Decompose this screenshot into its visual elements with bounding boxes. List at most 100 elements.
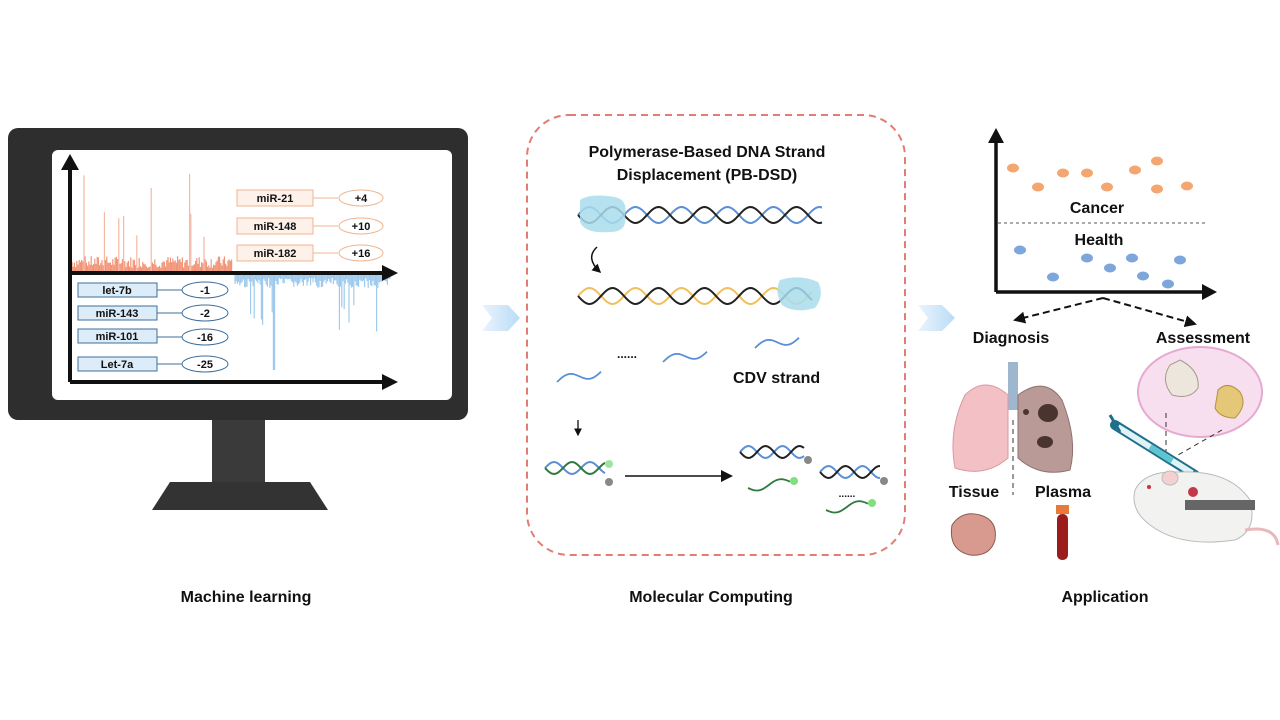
cancer-sample-dot [1129, 165, 1141, 175]
feature-score: -25 [197, 359, 213, 371]
diagnosis-label: Diagnosis [973, 330, 1050, 347]
quencher-icon [804, 456, 812, 464]
ssdna-strand [754, 337, 800, 349]
feature-row: let-7b -1 [77, 281, 229, 299]
feature-name: Let-7a [101, 359, 134, 371]
feature-score: -1 [200, 285, 210, 297]
feature-name: miR-21 [257, 193, 294, 205]
dna-strand [819, 465, 881, 479]
health-sample-dot [1162, 279, 1174, 289]
ellipsis: ...... [839, 489, 856, 500]
x-axis-arrow-icon [382, 374, 398, 390]
feature-name: miR-101 [96, 331, 139, 343]
ssdna-strand [556, 371, 602, 383]
classification-plot: Cancer Health [988, 128, 1217, 300]
mouse-icon [1133, 470, 1280, 546]
cancer-sample-dot [1057, 168, 1069, 178]
health-sample-dot [1014, 245, 1026, 255]
mid-axis-arrow-icon [382, 265, 398, 281]
health-label: Health [1075, 232, 1124, 249]
cancer-sample-dot [1151, 156, 1163, 166]
dna-strand [819, 465, 881, 479]
blood-tube-icon [1056, 505, 1069, 560]
upregulated-list: miR-21 +4 miR-148 +10 miR-182 +16 [236, 189, 384, 262]
cdv-strands [556, 337, 800, 383]
dna-extended-strand [577, 287, 813, 305]
assessment-label: Assessment [1156, 330, 1251, 347]
dna-strand [739, 445, 805, 459]
dna-strand [739, 445, 805, 459]
feature-name: miR-148 [254, 221, 297, 233]
ginger-icon [1214, 385, 1244, 419]
dna-strand [577, 287, 813, 305]
y-axis-arrow-icon [61, 154, 79, 170]
cancer-label: Cancer [1070, 200, 1124, 217]
quencher-icon [880, 477, 888, 485]
caliper-icon [1185, 500, 1255, 510]
feature-name: miR-182 [254, 248, 297, 260]
cancer-sample-dot [1032, 182, 1044, 192]
feature-row: miR-182 +16 [236, 244, 384, 262]
feature-row: miR-101 -16 [77, 328, 229, 346]
health-sample-dot [1126, 253, 1138, 263]
cancer-sample-dot [1151, 184, 1163, 194]
dashed-arrow-icon [1013, 297, 1104, 324]
monitor-neck [212, 420, 265, 482]
health-sample-dot [1047, 272, 1059, 282]
ssdna-strand [825, 500, 869, 514]
flow-arrow-icon [482, 305, 520, 331]
feature-row: miR-143 -2 [77, 304, 229, 322]
cancer-sample-dot [1181, 181, 1193, 191]
plasma-label: Plasma [1035, 484, 1091, 501]
health-sample-dot [1104, 263, 1116, 273]
feature-name: let-7b [102, 285, 132, 297]
cancer-sample-dot [1007, 163, 1019, 173]
fluorophore-icon [868, 499, 876, 507]
feature-row: Let-7a -25 [77, 355, 229, 373]
cancer-sample-dot [1101, 182, 1113, 192]
y-axis-arrow-icon [988, 128, 1004, 143]
downregulated-list: let-7b -1 miR-143 -2 miR-101 -16 Let-7a … [77, 281, 229, 373]
health-sample-dot [1174, 255, 1186, 265]
feature-spectrum [71, 173, 391, 370]
dashed-arrow-icon [1102, 297, 1197, 328]
pb-dsd-title-line1: Polymerase-Based DNA Strand [589, 144, 826, 161]
feature-row: miR-148 +10 [236, 217, 384, 235]
monitor-base [152, 482, 328, 510]
dna-strand [577, 287, 813, 305]
caption-molecular-computing: Molecular Computing [629, 589, 793, 606]
flow-arrow-icon [918, 305, 955, 331]
feature-score: -16 [197, 332, 213, 344]
feature-score: -2 [200, 308, 210, 320]
ssdna-strand [747, 478, 791, 492]
polymerase-icon [580, 195, 626, 233]
pb-dsd-panel-border [526, 114, 906, 556]
tissue-label: Tissue [949, 484, 1000, 501]
caption-application: Application [1061, 589, 1148, 606]
feature-score: +4 [355, 193, 368, 205]
cdv-strand-label: CDV strand [733, 370, 820, 387]
ellipsis: ...... [617, 347, 637, 361]
tissue-sample-icon [950, 513, 996, 556]
feature-name: miR-143 [96, 308, 139, 320]
cancer-sample-dot [1081, 168, 1093, 178]
polymerase-icon [777, 277, 821, 311]
dna-strand [544, 461, 606, 475]
herbal-extract-circle [1137, 346, 1263, 438]
feature-row: miR-21 +4 [236, 189, 384, 207]
pb-dsd-title-line2: Displacement (PB-DSD) [617, 167, 797, 184]
health-sample-dot [1081, 253, 1093, 263]
dna-strand [544, 461, 606, 475]
quencher-icon [605, 478, 613, 486]
ssdna-strand [662, 351, 708, 363]
computer-monitor [8, 128, 468, 510]
health-sample-dot [1137, 271, 1149, 281]
feature-score: +10 [352, 221, 371, 233]
reporter-complex [544, 445, 888, 514]
fluorophore-icon [605, 460, 613, 468]
curved-arrow-icon [591, 246, 602, 274]
feature-score: +16 [352, 248, 371, 260]
lungs-icon [952, 362, 1074, 473]
ml-axes [61, 154, 398, 390]
